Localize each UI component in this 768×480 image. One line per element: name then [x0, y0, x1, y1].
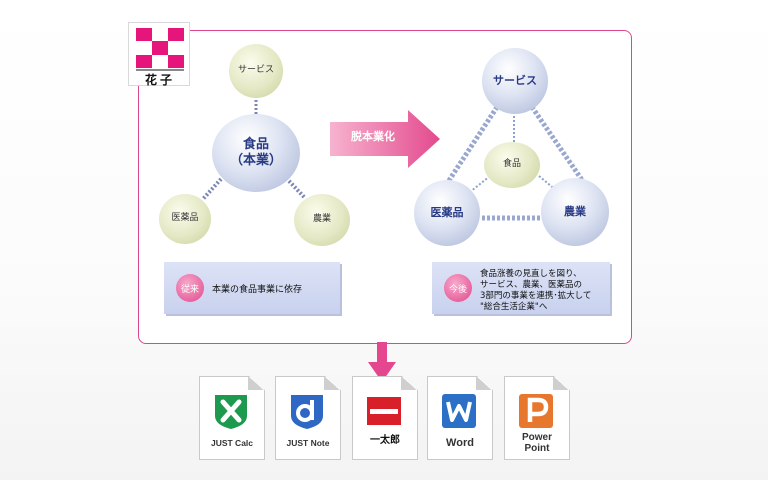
orb-food-core: 食品 （本業）: [212, 114, 300, 192]
app-ichitaro[interactable]: 一太郎: [352, 376, 418, 460]
orb-agri-right: 農業: [541, 178, 609, 246]
future-strategy-box: 今後 食品涨養の見直しを図り、 サービス、農業、医薬品の 3部門の事業を連携･拡…: [432, 262, 610, 314]
future-badge: 今後: [444, 274, 472, 302]
connector-left-left: [201, 177, 223, 201]
transition-arrow: [330, 110, 440, 168]
app-word[interactable]: Word: [427, 376, 493, 460]
future-strategy-text: 食品涨養の見直しを図り、 サービス、農業、医薬品の 3部門の事業を連携･拡大して…: [480, 269, 592, 312]
orb-service-right: サービス: [482, 48, 548, 114]
logo-checker-icon: [136, 28, 184, 68]
ichitaro-icon: [367, 397, 401, 425]
food-core-line2: （本業）: [229, 153, 282, 168]
app-powerpoint[interactable]: Power Point: [504, 376, 570, 460]
app-just-note[interactable]: JUST Note: [275, 376, 341, 460]
orb-agri-left: 農業: [294, 194, 350, 246]
just-calc-icon: [215, 395, 247, 429]
connector-left-right: [287, 179, 307, 200]
logo-name: 花子: [144, 73, 175, 87]
transition-label: 脱本業化: [351, 130, 395, 143]
past-badge: 従来: [176, 274, 204, 302]
past-strategy-box: 従来 本業の食品事業に依存: [164, 262, 340, 314]
orb-pharma-right: 医薬品: [414, 180, 480, 246]
orb-food-right: 食品: [484, 142, 540, 188]
past-strategy-text: 本業の食品事業に依存: [212, 284, 303, 295]
hanako-logo: 花子: [128, 22, 190, 87]
app-just-calc[interactable]: JUST Calc: [199, 376, 265, 460]
word-icon: [442, 394, 476, 428]
down-arrow-head: [368, 362, 396, 382]
powerpoint-label-line1: Power: [521, 432, 552, 443]
just-note-icon: [291, 395, 323, 429]
orb-pharma-left: 医薬品: [159, 194, 211, 244]
powerpoint-label-line2: Point: [524, 443, 550, 454]
connector-right-left: [469, 175, 491, 193]
food-core-line1: 食品: [242, 136, 269, 152]
orb-service-left: サービス: [229, 44, 283, 98]
down-arrow-shaft: [377, 342, 387, 364]
powerpoint-icon: [519, 394, 553, 428]
